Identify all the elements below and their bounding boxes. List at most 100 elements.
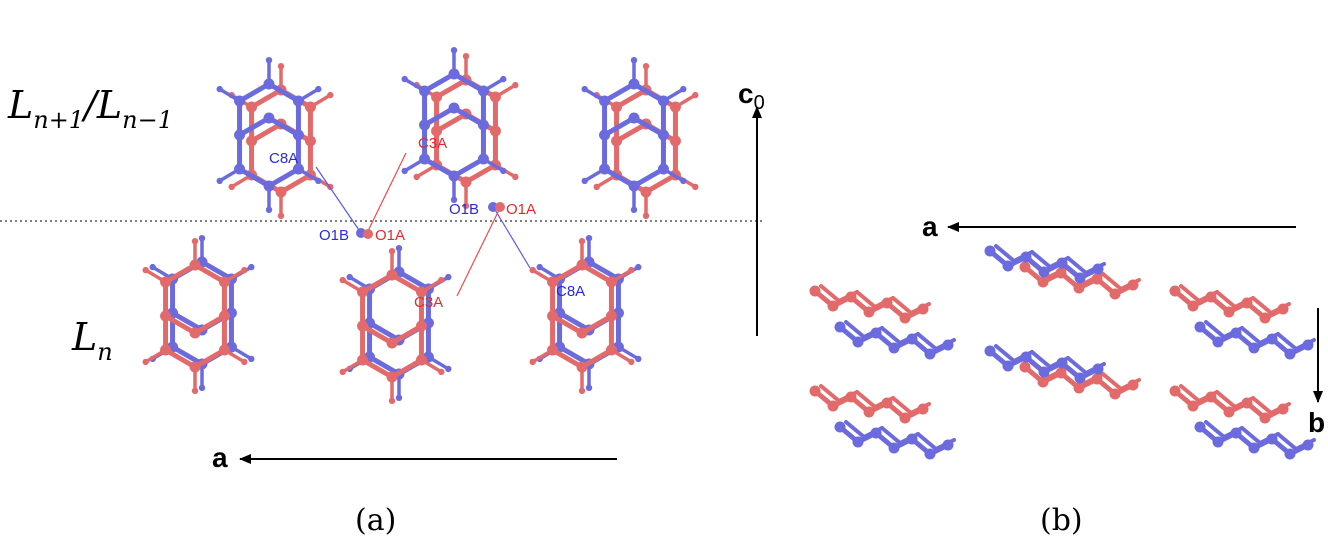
bond (579, 313, 614, 336)
atom (1037, 276, 1049, 288)
hydrogen-atom (680, 177, 687, 185)
bond (891, 296, 913, 315)
carbon-atom (547, 344, 559, 356)
carbon-atom (431, 125, 443, 137)
hydrogen-atom (339, 368, 346, 376)
bond (389, 357, 424, 380)
atom (827, 400, 839, 412)
atom-label-c8a-bottom: C8A (556, 283, 585, 300)
carbon-atom (669, 135, 681, 147)
atom (863, 306, 875, 318)
hydrogen-atom (198, 384, 206, 391)
bond (422, 71, 457, 94)
hydrogen-atom (413, 173, 420, 181)
bond (631, 81, 666, 104)
hydrogen-atom (401, 167, 408, 175)
atom (1020, 351, 1032, 363)
bond (891, 396, 913, 415)
bond (602, 115, 637, 138)
bond (451, 71, 486, 94)
hydrogen-atom (339, 276, 346, 284)
atom (1055, 267, 1067, 279)
atom (1187, 300, 1199, 312)
atom (1055, 367, 1067, 379)
atom (906, 333, 918, 345)
atom (1259, 412, 1271, 424)
carbon-atom (263, 112, 275, 124)
atom (1205, 291, 1217, 303)
atom (1109, 388, 1121, 400)
atom (924, 348, 936, 360)
atom (870, 327, 882, 339)
atom-label-o1b-right: O1B (449, 201, 479, 218)
hydrogen-atom (635, 263, 642, 271)
carbon-atom (448, 102, 460, 114)
carbon-atom (234, 95, 246, 107)
carbon-atom (292, 95, 304, 107)
carbon-atom (477, 153, 489, 165)
hydrogen-atom (536, 263, 543, 271)
atom (1284, 348, 1296, 360)
bond (434, 77, 469, 100)
hydrogen-atom (581, 85, 588, 93)
carbon-atom (218, 310, 230, 322)
bond (422, 156, 457, 179)
carbon-atom (160, 310, 172, 322)
hydrogen-atom (438, 368, 445, 376)
slab-red-2 (1169, 284, 1291, 324)
bond (614, 121, 649, 144)
atom (1194, 421, 1206, 433)
hydrogen-atom (500, 75, 507, 83)
carbon-atom (234, 129, 246, 141)
layer-label-lower: Ln (71, 315, 113, 366)
carbon-atom (576, 327, 588, 339)
atom (863, 406, 875, 418)
bond (550, 262, 585, 285)
hydrogen-atom (248, 355, 255, 363)
carbon-atom (263, 78, 275, 90)
bond (1276, 332, 1298, 351)
molecule-lower-red-0 (142, 238, 248, 394)
atom (1169, 285, 1181, 297)
slab-red-0 (809, 284, 931, 324)
hydrogen-atom (628, 358, 635, 366)
carbon-atom (547, 276, 559, 288)
hydrogen-atom (142, 358, 149, 366)
slab-red-5 (1169, 384, 1291, 424)
slab-blue-3 (834, 420, 956, 460)
carbon-atom (246, 135, 258, 147)
carbon-atom (477, 119, 489, 131)
molecule-lower-red-2 (529, 238, 635, 394)
bond (1101, 372, 1123, 391)
bond (1179, 284, 1201, 303)
bond (1030, 350, 1052, 369)
hydrogen-atom (395, 394, 403, 401)
carbon-atom (448, 170, 460, 182)
carbon-atom (189, 327, 201, 339)
hydrogen-atom (315, 177, 322, 185)
bond (586, 259, 621, 282)
hydrogen-atom (198, 235, 206, 242)
carbon-atom (431, 91, 443, 103)
carbon-atom (189, 361, 201, 373)
panel-b: a b (b) (809, 211, 1325, 538)
atom (1223, 306, 1235, 318)
layer-label-upper: Ln+1/Ln−1 (7, 83, 173, 134)
bond (389, 272, 424, 295)
atom (1230, 427, 1242, 439)
atom (1241, 397, 1253, 409)
carbon-atom (657, 95, 669, 107)
hydrogen-atom (191, 238, 199, 245)
bond (434, 111, 469, 134)
atom (1019, 361, 1031, 373)
bond (602, 81, 637, 104)
carbon-atom (419, 119, 431, 131)
atom (1230, 327, 1242, 339)
bond (451, 156, 486, 179)
atom (881, 297, 893, 309)
bond (1215, 290, 1237, 309)
atom (1212, 336, 1224, 348)
panel-a-label: (a) (355, 503, 396, 538)
carbon-atom (605, 310, 617, 322)
carbon-atom (576, 361, 588, 373)
